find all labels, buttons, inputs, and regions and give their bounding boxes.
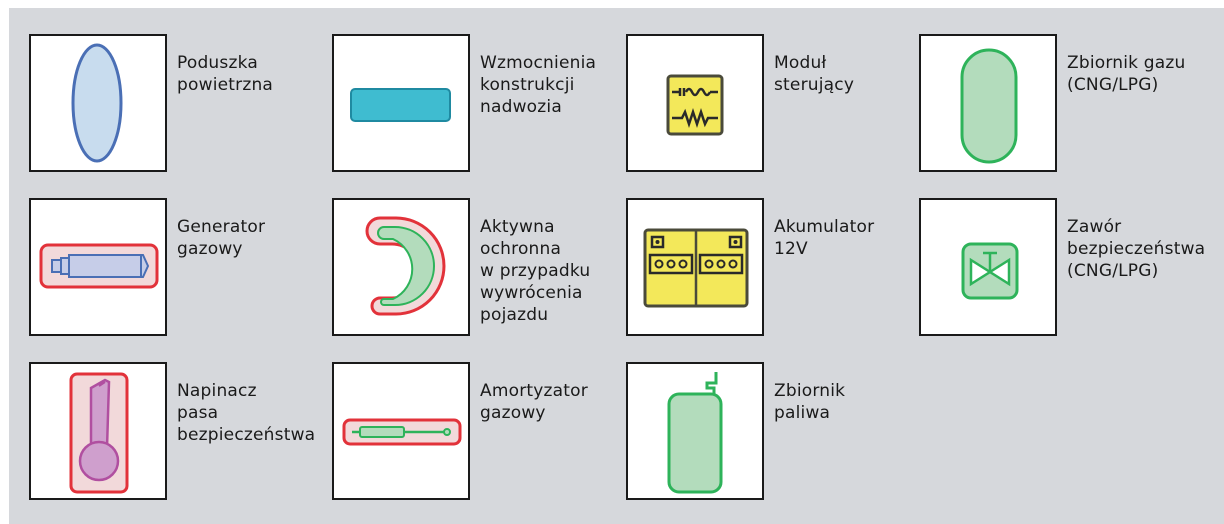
safety-valve-icon [919,198,1057,336]
legend-label-fuel-tank: Zbiornik paliwa [774,381,846,423]
legend-panel: Poduszka powietrzna Wzmocnienia konstruk… [9,8,1224,524]
body-reinforcement-icon [332,34,470,172]
battery-icon [626,198,764,336]
legend-label-rollover: Aktywna ochronna w przypadku wywrócenia … [480,217,591,325]
legend-label-belt-tensioner: Napinacz pasa bezpieczeństwa [177,381,316,445]
legend-label-gas-tank: Zbiornik gazu (CNG/LPG) [1067,53,1186,95]
legend-label-reinforcement: Wzmocnienia konstrukcji nadwozia [480,53,597,117]
legend-label-gas-strut: Amortyzator gazowy [480,381,588,423]
gas-strut-icon [332,362,470,500]
control-module-icon [626,34,764,172]
legend-label-battery: Akumulator 12V [774,217,875,259]
legend-label-safety-valve: Zawór bezpieczeństwa (CNG/LPG) [1067,217,1206,281]
fuel-tank-icon [626,362,764,500]
rollover-protection-icon [332,198,470,336]
legend-label-airbag: Poduszka powietrzna [177,53,274,95]
gas-generator-icon [29,198,167,336]
airbag-icon [29,34,167,172]
legend-label-control-module: Moduł sterujący [774,53,855,95]
legend-label-gas-generator: Generator gazowy [177,217,266,259]
gas-tank-icon [919,34,1057,172]
belt-tensioner-icon [29,362,167,500]
